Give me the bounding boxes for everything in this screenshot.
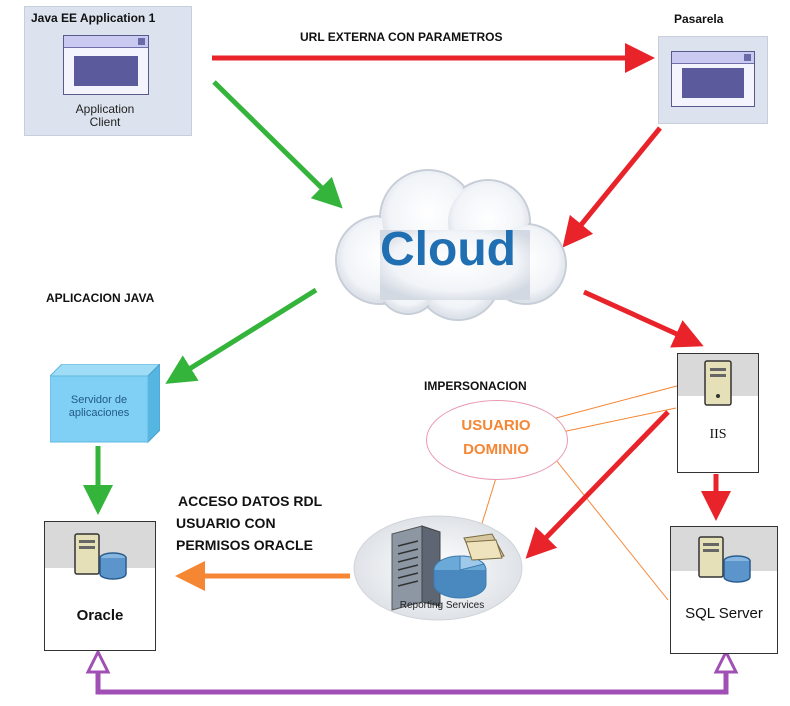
arrow-cloud-servidor [165, 287, 318, 384]
line-usuario-iis-2 [561, 407, 677, 433]
sqlserver-box: SQL Server [670, 526, 778, 654]
arrow-oracle-sqlserver [95, 670, 729, 695]
arrow-iis-reporting [525, 410, 670, 559]
servidor-cube-icon [50, 364, 160, 444]
impersonacion-label: IMPERSONACION [424, 379, 527, 393]
reporting-services-label: Reporting Services [399, 600, 485, 611]
java-ee-application-title: Java EE Application 1 [31, 11, 156, 25]
sqlserver-label: SQL Server [685, 605, 763, 622]
usuario-dominio-label: USUARIO DOMINIO [461, 417, 531, 458]
url-externa-label: URL EXTERNA CON PARAMETROS [300, 30, 503, 44]
iis-box: IIS [677, 353, 759, 473]
pasarela-window-icon [671, 51, 755, 107]
reporting-services-icon [353, 515, 523, 621]
usuario-dominio-ellipse [426, 400, 568, 480]
oracle-box: Oracle [44, 521, 156, 651]
line-usuario-iis [555, 382, 689, 419]
cloud-label: Cloud [380, 223, 516, 276]
pasarela-box [658, 36, 768, 124]
aplicacion-java-label: APLICACION JAVA [46, 291, 155, 305]
line-usuario-reporting [479, 477, 497, 531]
arrow-java-cloud [212, 80, 343, 209]
iis-label: IIS [709, 427, 727, 442]
application-window-icon [63, 35, 149, 95]
arrowhead-sql-up [713, 648, 739, 674]
servidor-label: Servidor de aplicaciones [68, 394, 130, 419]
line-usuario-sql [555, 459, 669, 601]
acceso-datos-label: ACCESO DATOS RDL USUARIO CON PERMISOS OR… [176, 493, 323, 553]
arrowhead-oracle-up [85, 648, 111, 674]
cloud-shape [335, 169, 567, 321]
arrow-pasarela-cloud [562, 126, 662, 248]
sqlserver-database-icon [698, 536, 751, 583]
oracle-label: Oracle [76, 607, 124, 624]
java-ee-application-box: Java EE Application 1 Application Client [24, 6, 192, 136]
arrow-cloud-iis [582, 289, 704, 348]
pasarela-title: Pasarela [674, 12, 724, 26]
application-client-caption: Application Client [75, 102, 135, 129]
oracle-database-icon [74, 533, 127, 580]
iis-server-icon [704, 360, 732, 406]
